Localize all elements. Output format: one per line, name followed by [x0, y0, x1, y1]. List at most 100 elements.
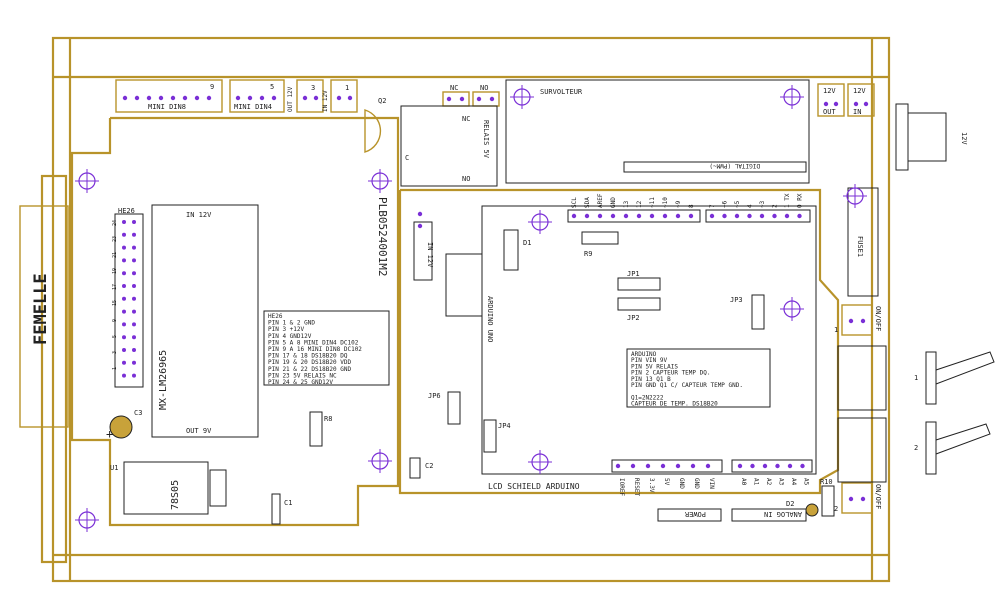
he26-pin-pad — [122, 258, 126, 263]
c3-plus: + — [106, 427, 113, 441]
digital-pin-pad — [584, 213, 590, 219]
he26-note-line: PIN 24 & 25 GND12V — [268, 379, 333, 386]
he26-notes-box — [263, 310, 390, 386]
digital-pin-label: 7 — [709, 204, 716, 208]
power-pin-label: RESET — [633, 478, 640, 496]
mini-din4-number: 5 — [270, 83, 274, 91]
arduino-board-outline — [398, 188, 840, 495]
he26-pin-pad — [122, 322, 126, 327]
digital-pin-label: 12 — [636, 200, 643, 208]
digital-pin-pad — [636, 213, 642, 219]
q2-label: Q2 — [378, 97, 386, 105]
onoff1-label: ON/OFF — [874, 306, 882, 331]
connector-pad — [848, 318, 854, 324]
connector-pad — [259, 95, 265, 101]
connector-pad — [170, 95, 176, 101]
relay-nc-label: NC — [462, 115, 470, 123]
analog-pin-label: A3 — [778, 478, 785, 486]
r8-label: R8 — [324, 415, 332, 423]
onoff1-pin: 1 — [834, 326, 838, 334]
onoff1-header — [841, 304, 873, 336]
mx-out-label: OUT 9V — [186, 427, 212, 435]
mounting-hole — [75, 169, 99, 193]
power-pin-label: 5V — [663, 478, 670, 486]
mini-din8-number: 9 — [210, 83, 214, 91]
arduino-note-line: PIN VIN 9V — [631, 357, 668, 364]
he26-note-line: PIN 17 & 18 DS18B20 DQ — [268, 353, 348, 360]
mounting-holes — [75, 85, 869, 532]
arduino-usb — [445, 253, 483, 317]
in12v-connector — [330, 79, 358, 113]
he26-pin-number: 24 — [112, 220, 118, 226]
r8-resistor — [309, 411, 323, 447]
in12v-small-label: IN 12V — [322, 90, 329, 112]
digital-pin-label: GND — [610, 197, 617, 208]
digital-pin-label: ~11 — [649, 197, 656, 208]
dc-jack-body — [907, 112, 947, 162]
fuse-holder — [847, 187, 879, 297]
he26-pin-pad — [122, 232, 126, 237]
digital-pin-pad — [649, 213, 655, 219]
connector-pad — [336, 95, 342, 101]
he26-pin-pad — [122, 284, 126, 288]
connector-pad — [417, 211, 423, 217]
he26-pin-pad — [122, 296, 126, 301]
he26-note-line: HE26 — [268, 313, 283, 320]
connector-pad — [146, 95, 152, 101]
digital-pin-pad — [597, 213, 603, 219]
plb-label: PLB0524001M2 — [376, 197, 389, 276]
connector-pad — [823, 101, 829, 107]
he26-pin-pad — [132, 296, 136, 301]
digital-pin-pad — [571, 213, 577, 219]
he26-note-line: PIN 9 A 16 MINI DIN8 DC102 — [268, 346, 362, 353]
arduino-note-line: PIN GND Q1 C/ CAPTEUR TEMP GND. — [631, 382, 743, 389]
power-pin-pad — [675, 463, 681, 469]
db-connector-flange — [40, 174, 68, 564]
digital-pin-label: SDA — [584, 197, 591, 208]
he26-pin-pad — [132, 271, 136, 276]
mounting-hole — [843, 184, 867, 208]
he26-note-line: PIN 5 A 8 MINI DIN4 DC102 — [268, 339, 359, 346]
digital-pin-label: ~5 — [734, 200, 741, 208]
digital-pin-pad — [722, 213, 727, 219]
r9-label: R9 — [584, 250, 592, 258]
analog-pin-label: A0 — [740, 478, 747, 486]
he26-note-line: PIN 3 +12V — [268, 326, 305, 333]
out12v-connector — [296, 79, 324, 113]
digital-pin-pad — [675, 213, 681, 219]
he26-pin-pad — [132, 322, 136, 327]
arduino-note-line: ARDUINO — [631, 351, 657, 358]
he26-pin-number: 23 — [112, 236, 118, 242]
r9-resistor — [581, 231, 619, 245]
d2-label: D2 — [786, 500, 794, 508]
connector-pad — [194, 95, 200, 101]
he26-note-line: PIN 19 & 20 DS18B20 VDD — [268, 359, 351, 366]
he26-pin-pad — [132, 220, 136, 224]
power-pin-label: VIN — [708, 478, 715, 489]
relay-type-label: RELAIS 5V — [482, 120, 490, 159]
he26-note-line: PIN 4 GND12V — [268, 333, 312, 340]
power-pin-label: GND — [693, 478, 700, 489]
connector-pad — [833, 101, 839, 107]
digital-pwm-label: DIGITAL (PWM~) — [709, 162, 760, 169]
jp6-label: JP6 — [428, 392, 441, 400]
survolteur-module — [505, 79, 810, 184]
d1-diode — [503, 229, 519, 271]
r10-label: R10 — [820, 478, 833, 486]
mini-din4-connector — [229, 79, 285, 113]
he26-pin-pad — [122, 373, 126, 378]
femelle-label: FEMELLE — [31, 273, 51, 345]
he26-pin-number: 21 — [112, 252, 118, 258]
d1-label: D1 — [523, 239, 531, 247]
fuse-label: FUSE1 — [856, 236, 864, 257]
arduino-note-line: PIN 2 CAPTEUR TEMP DQ. — [631, 370, 710, 377]
toggle-switch-1-body — [837, 345, 887, 411]
u1-label: U1 — [110, 464, 118, 472]
analog-pin-pad — [800, 463, 805, 469]
power-pin-label: 3.3V — [648, 478, 655, 493]
mx-regulator-module — [151, 204, 259, 438]
power-pin-pad — [690, 463, 696, 469]
analog-label-box — [731, 508, 807, 522]
